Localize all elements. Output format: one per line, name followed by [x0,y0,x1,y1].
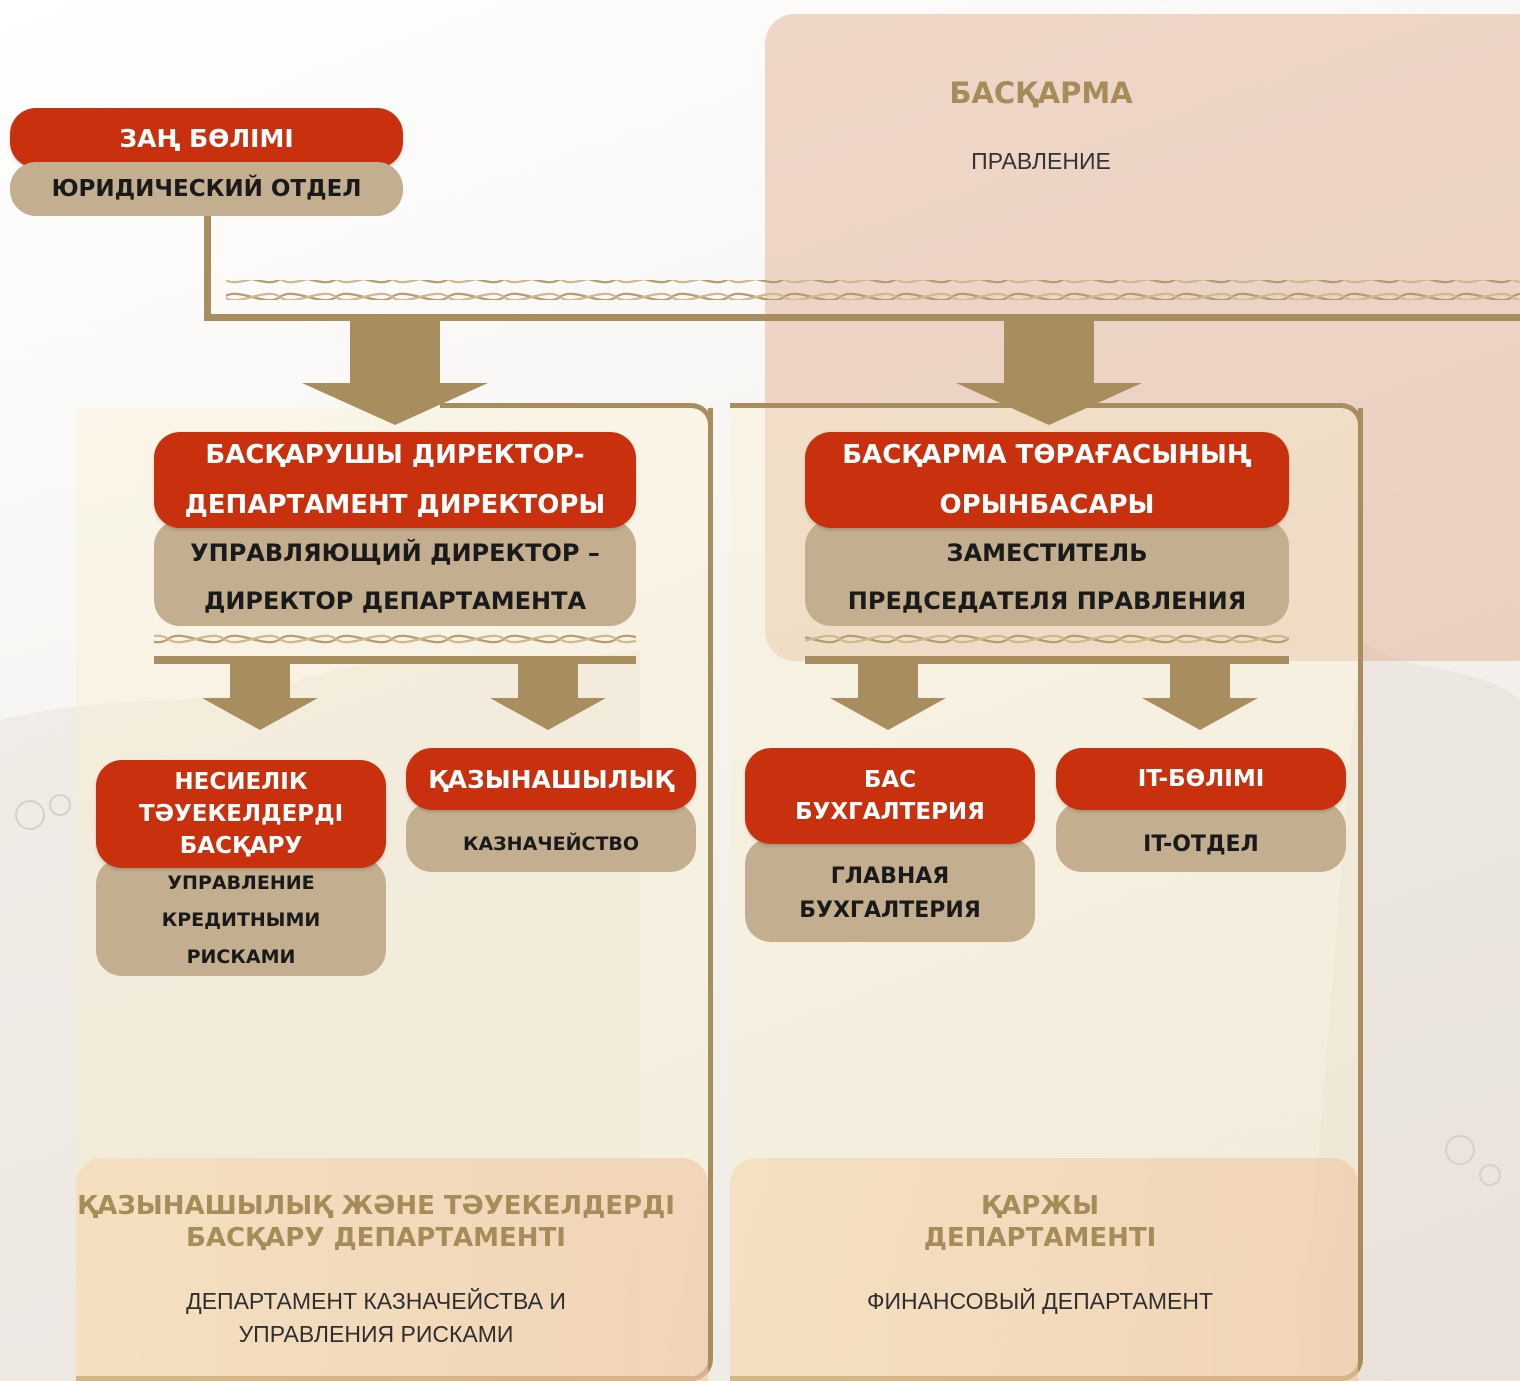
credit-risk-ru-line1: УПРАВЛЕНИЕ [167,871,315,894]
treasury-risk-department-subtitle: ДЕПАРТАМЕНТ КАЗНАЧЕЙСТВА И УПРАВЛЕНИЯ РИ… [76,1285,676,1351]
finance-department-footer [730,1158,1358,1381]
board-title: БАСҚАРМА [949,76,1133,110]
credit-risk-kz-line1: НЕСИЕЛІК [174,769,308,795]
deputy-chairman-ru: ЗАМЕСТИТЕЛЬ ПРЕДСЕДАТЕЛЯ ПРАВЛЕНИЯ [805,520,1289,626]
treasury-risk-department-panel-top [440,403,690,408]
treasury-risk-department-title-line1: ҚАЗЫНАШЫЛЫҚ ЖӘНЕ ТӘУЕКЕЛДЕРДІ [77,1191,675,1221]
treasury-kz: ҚАЗЫНАШЫЛЫҚ [406,748,696,810]
deputy-chairman-ru-line2: ПРЕДСЕДАТЕЛЯ ПРАВЛЕНИЯ [847,587,1247,615]
credit-risk-kz: НЕСИЕЛІК ТӘУЕКЕЛДЕРДІ БАСҚАРУ [96,760,386,868]
legal-department-ru: ЮРИДИЧЕСКИЙ ОТДЕЛ [10,162,403,216]
legal-department-ru-label: ЮРИДИЧЕСКИЙ ОТДЕЛ [51,176,362,202]
legal-department-kz-label: ЗАҢ БӨЛІМІ [119,123,294,153]
treasury-risk-department-title: ҚАЗЫНАШЫЛЫҚ ЖӘНЕ ТӘУЕКЕЛДЕРДІ БАСҚАРУ ДЕ… [40,1190,712,1254]
chief-accounting-kz-line2: БУХГАЛТЕРИЯ [795,799,985,825]
deputy-chairman-ru-line1: ЗАМЕСТИТЕЛЬ [946,539,1148,567]
managing-director-kz: БАСҚАРУШЫ ДИРЕКТОР- ДЕПАРТАМЕНТ ДИРЕКТОР… [154,432,636,528]
chief-accounting-ru: ГЛАВНАЯ БУХГАЛТЕРИЯ [745,838,1035,942]
finance-department-title-line1: ҚАРЖЫ [980,1191,1100,1221]
treasury-risk-department-subtitle-line2: УПРАВЛЕНИЯ РИСКАМИ [238,1321,514,1347]
treasury-risk-department-footer [76,1158,708,1381]
it-ru: IT-ОТДЕЛ [1056,802,1346,872]
legal-connector-line [204,215,211,321]
chief-accounting-ru-line2: БУХГАЛТЕРИЯ [799,898,981,923]
finance-department-title: ҚАРЖЫ ДЕПАРТАМЕНТІ [760,1190,1320,1254]
chief-accounting-kz: БАС БУХГАЛТЕРИЯ [745,748,1035,844]
treasury-risk-department-subtitle-line1: ДЕПАРТАМЕНТ КАЗНАЧЕЙСТВА И [186,1288,566,1314]
it-ru-label: IT-ОТДЕЛ [1143,831,1259,857]
managing-director-ru-line1: УПРАВЛЯЮЩИЙ ДИРЕКТОР – [190,539,600,567]
credit-risk-kz-line2: ТӘУЕКЕЛДЕРДІ [138,801,344,827]
credit-risk-ru: УПРАВЛЕНИЕ КРЕДИТНЫМИ РИСКАМИ [96,858,386,976]
board-subtitle: ПРАВЛЕНИЕ [971,148,1111,174]
finance-department-panel-top [730,403,1340,408]
chief-accounting-kz-line1: БАС [863,767,917,793]
credit-risk-ru-line3: РИСКАМИ [186,945,296,968]
treasury-kz-label: ҚАЗЫНАШЫЛЫҚ [428,764,674,794]
treasury-risk-department-title-line2: БАСҚАРУ ДЕПАРТАМЕНТІ [186,1223,566,1253]
managing-director-ru-line2: ДИРЕКТОР ДЕПАРТАМЕНТА [203,587,587,615]
deputy-chairman-kz: БАСҚАРМА ТӨРАҒАСЫНЫҢ ОРЫНБАСАРЫ [805,432,1289,528]
legal-department-kz: ЗАҢ БӨЛІМІ [10,108,403,168]
credit-risk-kz-line3: БАСҚАРУ [179,833,303,859]
deputy-chairman-kz-line1: БАСҚАРМА ТӨРАҒАСЫНЫҢ [842,440,1252,470]
credit-risk-ru-line2: КРЕДИТНЫМИ [161,908,321,931]
managing-director-ru: УПРАВЛЯЮЩИЙ ДИРЕКТОР – ДИРЕКТОР ДЕПАРТАМ… [154,520,636,626]
chief-accounting-ru-line1: ГЛАВНАЯ [830,864,950,889]
managing-director-kz-line2: ДЕПАРТАМЕНТ ДИРЕКТОРЫ [184,490,606,520]
treasury-ru: КАЗНАЧЕЙСТВО [406,802,696,872]
finance-department-title-line2: ДЕПАРТАМЕНТІ [923,1223,1157,1253]
it-kz: IT-БӨЛІМІ [1056,748,1346,810]
deputy-chairman-kz-line2: ОРЫНБАСАРЫ [939,490,1155,520]
it-kz-label: IT-БӨЛІМІ [1137,766,1265,792]
managing-director-kz-line1: БАСҚАРУШЫ ДИРЕКТОР- [205,440,585,470]
treasury-ru-label: КАЗНАЧЕЙСТВО [462,833,640,855]
finance-department-subtitle: ФИНАНСОВЫЙ ДЕПАРТАМЕНТ [866,1288,1214,1314]
